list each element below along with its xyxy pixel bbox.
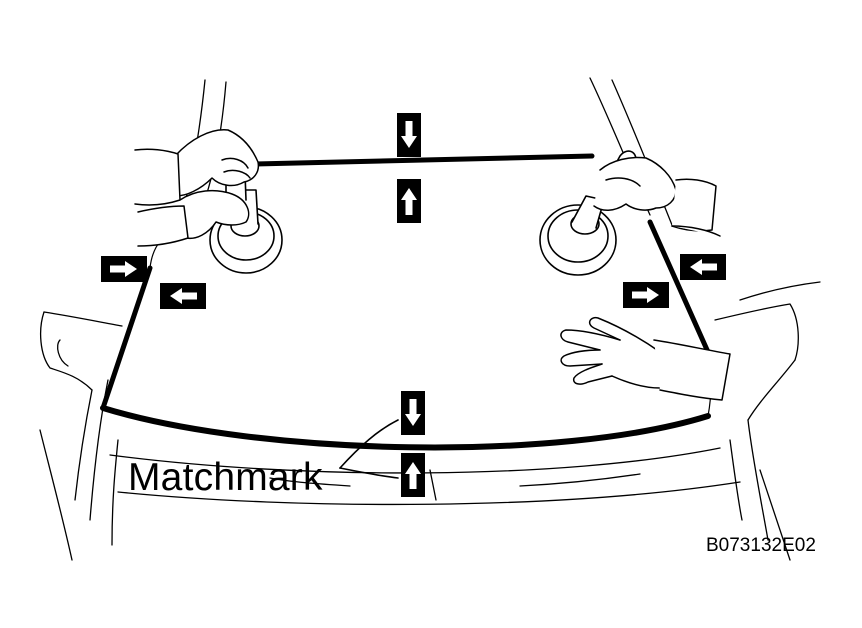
arrow-right-icon — [622, 281, 670, 309]
arrow-down-icon — [400, 390, 426, 436]
arrow-right-icon — [100, 255, 148, 283]
windshield-glass — [100, 153, 712, 451]
vehicle-body — [39, 77, 821, 561]
hand-icon — [560, 316, 731, 401]
arrow-up-icon — [400, 452, 426, 498]
matchmark-label: Matchmark — [128, 456, 323, 499]
figure-code: B073132E02 — [706, 535, 816, 556]
arrow-left-icon — [159, 282, 207, 310]
arrow-up-icon — [396, 178, 422, 224]
arrow-down-icon — [396, 112, 422, 158]
hand-icon — [593, 156, 721, 237]
hand-icon — [134, 129, 260, 247]
arrow-left-icon — [679, 253, 727, 281]
suction-cup-icon — [539, 150, 637, 276]
matchmark-leader-lines — [339, 419, 399, 479]
